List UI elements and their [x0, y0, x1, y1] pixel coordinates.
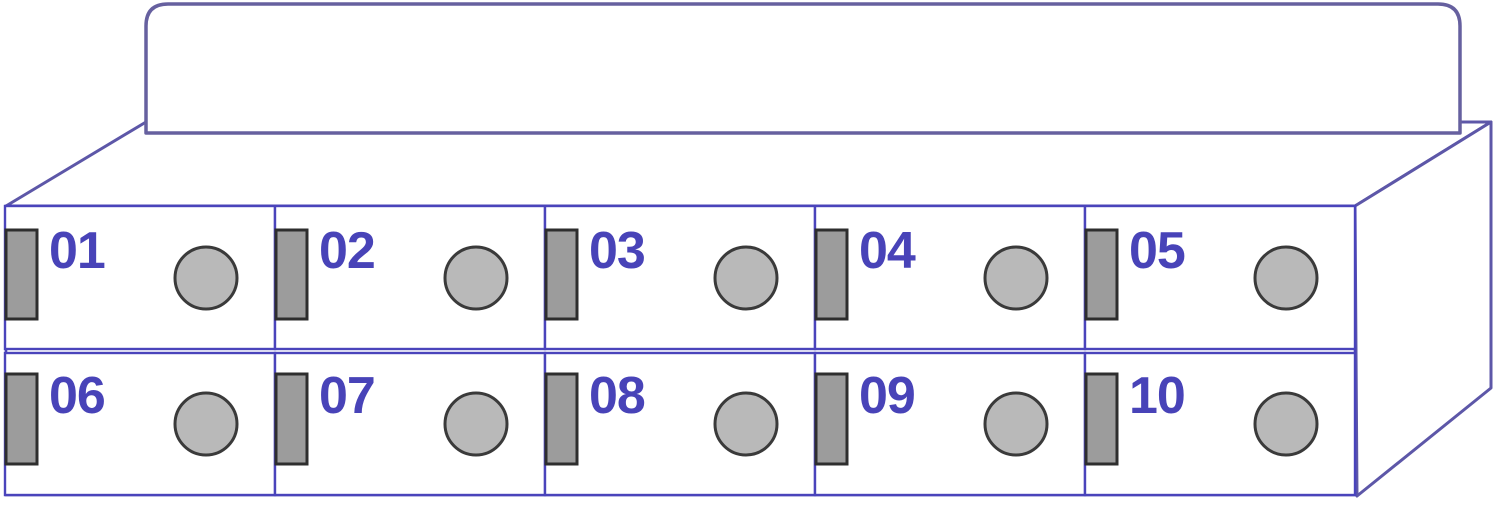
- terminal-tab-icon: [814, 228, 849, 321]
- knob-icon: [983, 245, 1049, 311]
- knob-icon: [983, 391, 1049, 457]
- slot-05: 05: [1083, 204, 1357, 351]
- terminal-tab-icon: [274, 372, 309, 466]
- knob-icon: [173, 245, 239, 311]
- knob-icon: [443, 391, 509, 457]
- knob-icon: [713, 245, 779, 311]
- slot-label: 04: [859, 222, 916, 280]
- slot-04: 04: [813, 204, 1087, 351]
- slot-label: 09: [859, 367, 915, 425]
- slot-03: 03: [543, 204, 817, 351]
- knob-icon: [443, 245, 509, 311]
- slot-10: 10: [1083, 351, 1357, 497]
- terminal-tab-icon: [544, 228, 579, 321]
- knob-icon: [1253, 391, 1319, 457]
- knob-icon: [173, 391, 239, 457]
- slot-label: 01: [49, 222, 105, 280]
- terminal-tab-icon: [4, 228, 39, 321]
- slot-02: 02: [273, 204, 547, 351]
- box-lid: [144, 2, 1462, 135]
- terminal-tab-icon: [1084, 228, 1119, 321]
- slot-label: 07: [319, 367, 375, 425]
- slot-06: 06: [3, 351, 277, 497]
- slot-08: 08: [543, 351, 817, 497]
- terminal-tab-icon: [1084, 372, 1119, 466]
- terminal-tab-icon: [274, 228, 309, 321]
- slot-01: 01: [3, 204, 277, 351]
- slot-07: 07: [273, 351, 547, 497]
- slot-label: 02: [319, 222, 375, 280]
- terminal-tab-icon: [544, 372, 579, 466]
- slot-label: 06: [49, 367, 105, 425]
- slot-label: 05: [1129, 222, 1185, 280]
- slot-label: 08: [589, 367, 645, 425]
- knob-icon: [1253, 245, 1319, 311]
- terminal-tab-icon: [4, 372, 39, 466]
- slot-label: 03: [589, 222, 645, 280]
- terminal-tab-icon: [814, 372, 849, 466]
- slot-label: 10: [1129, 367, 1185, 425]
- box-right-side-face: [1353, 120, 1493, 498]
- slot-09: 09: [813, 351, 1087, 497]
- knob-icon: [713, 391, 779, 457]
